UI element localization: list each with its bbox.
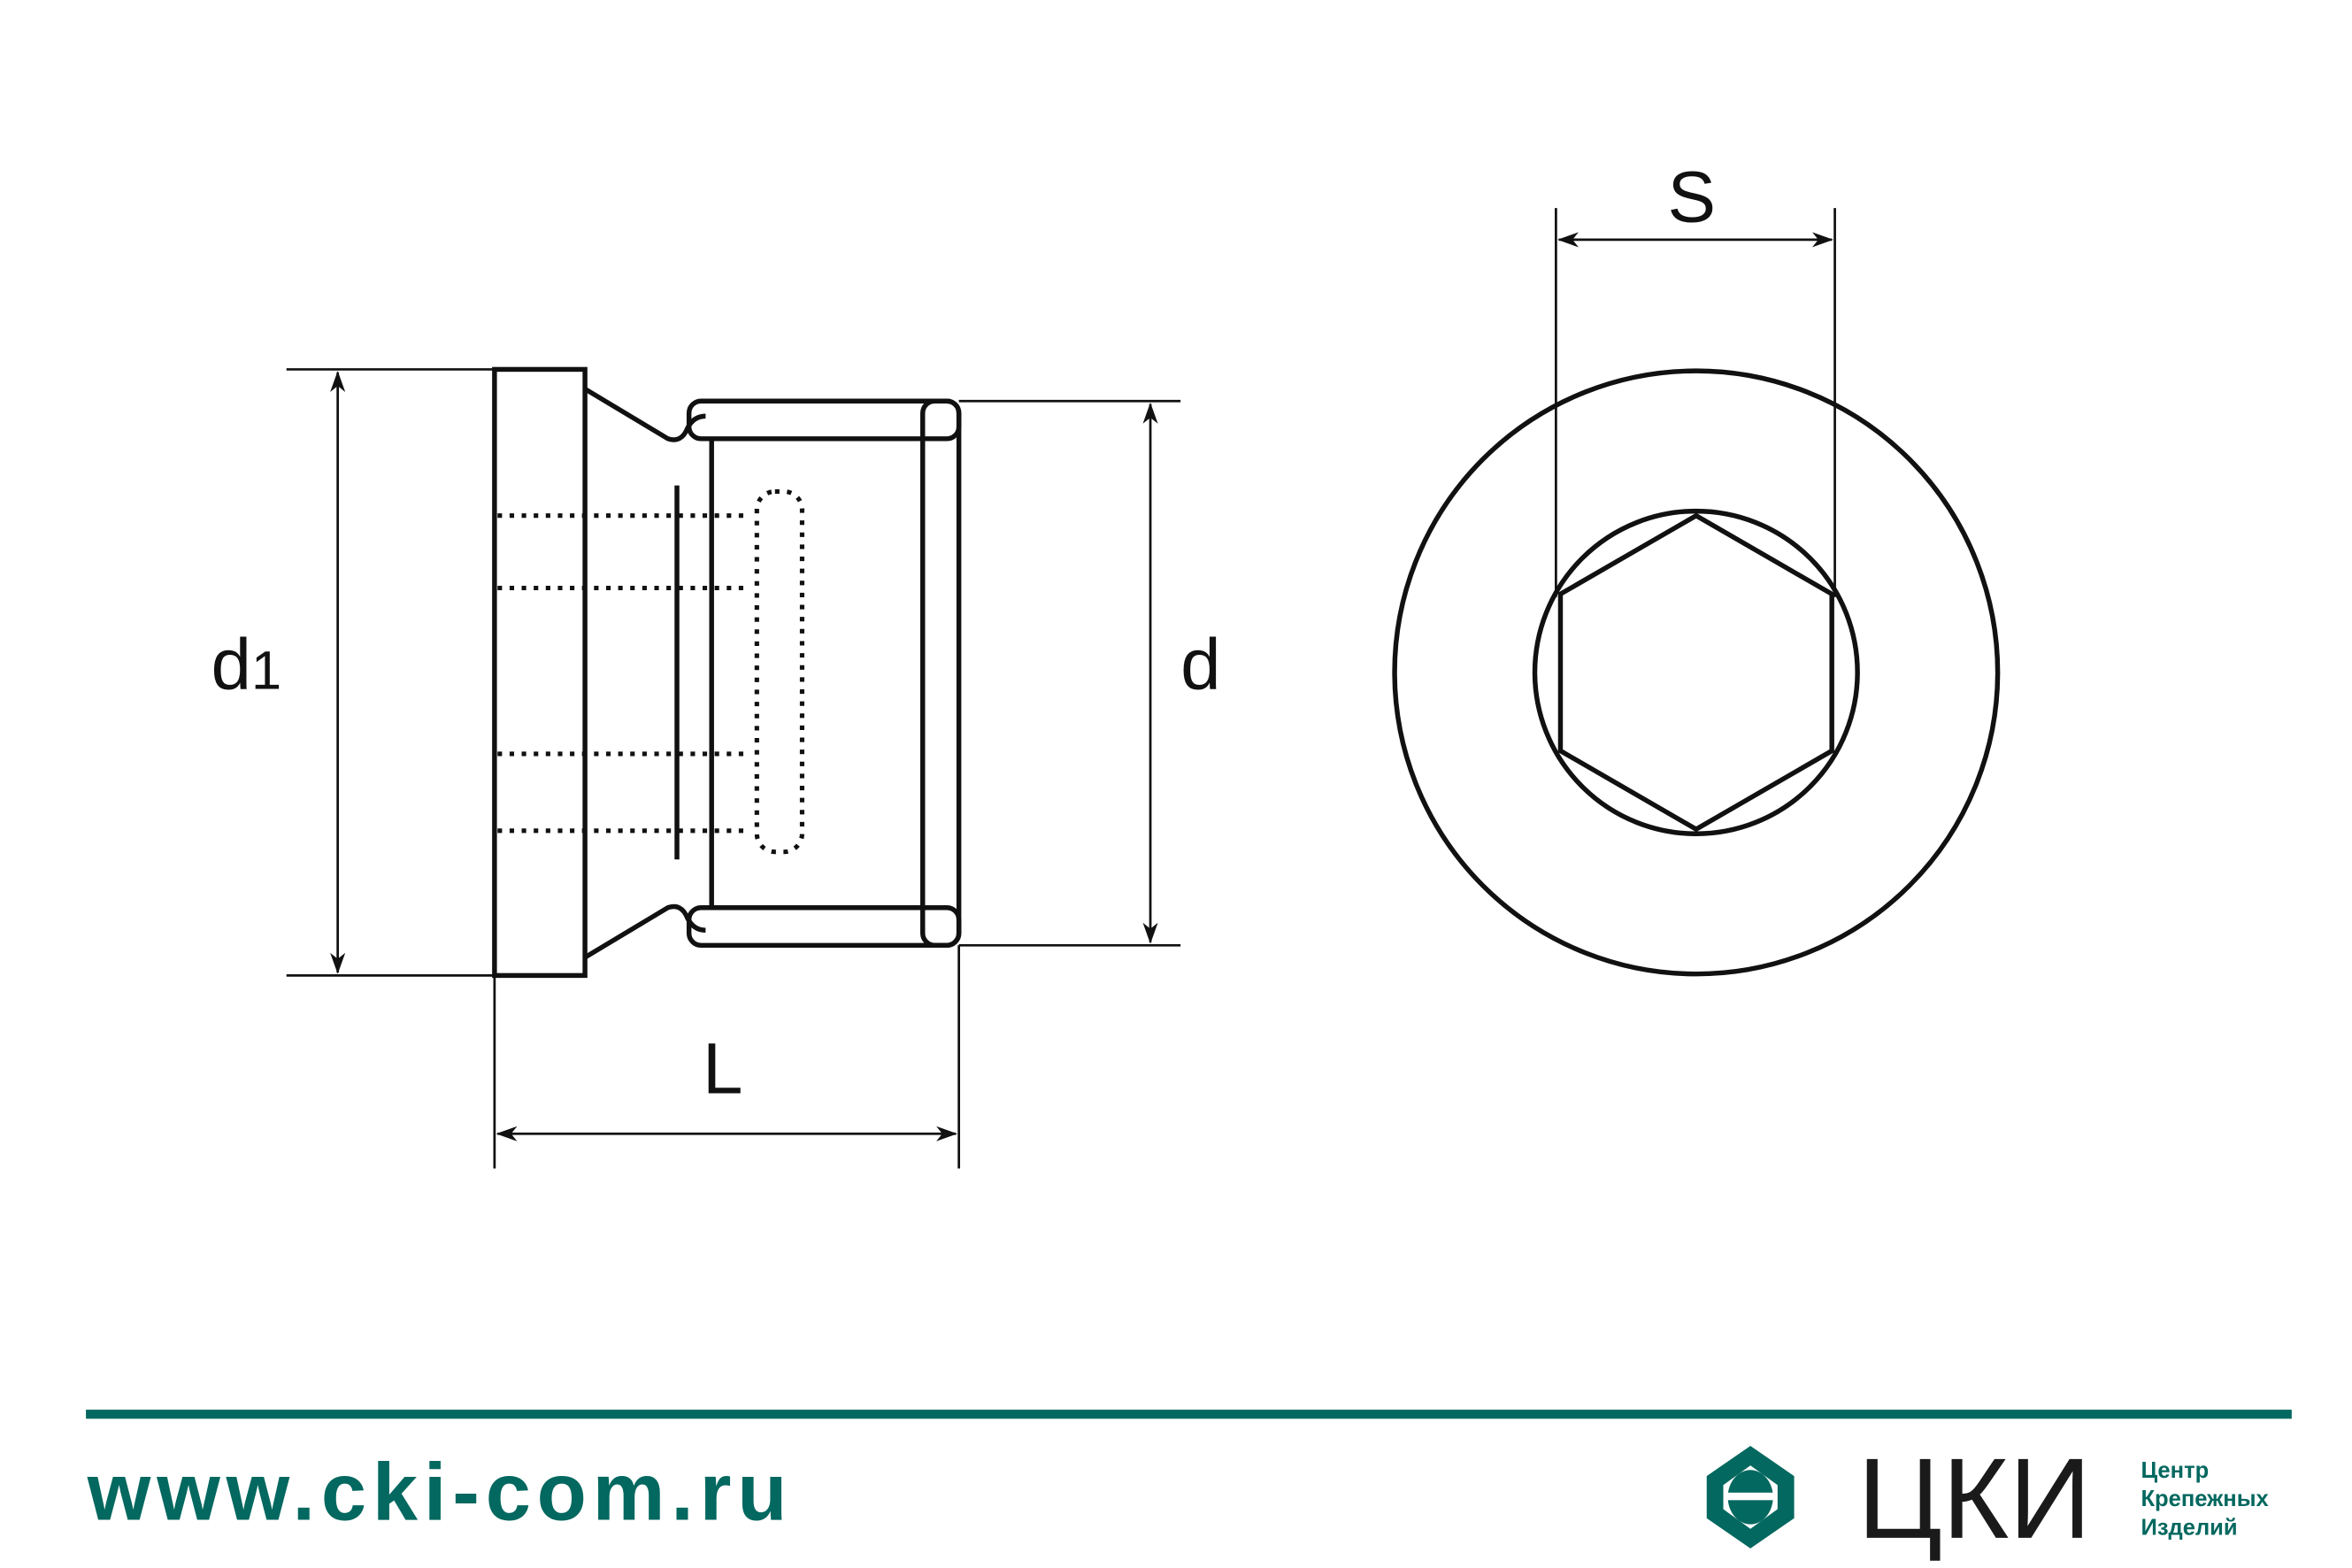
end-view: S xyxy=(1392,157,2001,977)
dimension-d: d xyxy=(958,399,1221,947)
hidden-lines xyxy=(497,488,805,855)
side-view: d1 d L xyxy=(211,366,1221,1169)
logo-line3: Изделий xyxy=(2141,1516,2237,1541)
cki-logo: ЦКИ Центр Крепежных Изделий xyxy=(1706,1435,2270,1563)
d1-subscript: 1 xyxy=(251,640,281,701)
outer-circle xyxy=(1392,368,2001,977)
flange xyxy=(492,366,588,979)
dimension-L: L xyxy=(493,945,961,1169)
hex-socket xyxy=(1557,512,1834,833)
tube-top-wall xyxy=(686,398,962,442)
d-label: d xyxy=(1180,625,1220,705)
tube-end xyxy=(920,398,962,949)
dimension-S: S xyxy=(1555,157,1836,597)
S-label: S xyxy=(1667,157,1716,237)
logo-letters: ЦКИ xyxy=(1857,1435,2091,1563)
d1-label: d xyxy=(211,625,251,705)
logo-line2: Крепежных xyxy=(2141,1487,2269,1511)
L-label: L xyxy=(703,1028,742,1109)
tube-bottom-wall xyxy=(686,904,962,949)
dimension-d1: d1 xyxy=(211,368,495,977)
logo-line1: Центр xyxy=(2141,1458,2209,1483)
website-url[interactable]: www.cki-com.ru xyxy=(87,1447,794,1537)
inner-circle xyxy=(1532,508,1860,836)
footer-divider xyxy=(86,1410,2292,1419)
svg-text:d1: d1 xyxy=(211,625,282,705)
